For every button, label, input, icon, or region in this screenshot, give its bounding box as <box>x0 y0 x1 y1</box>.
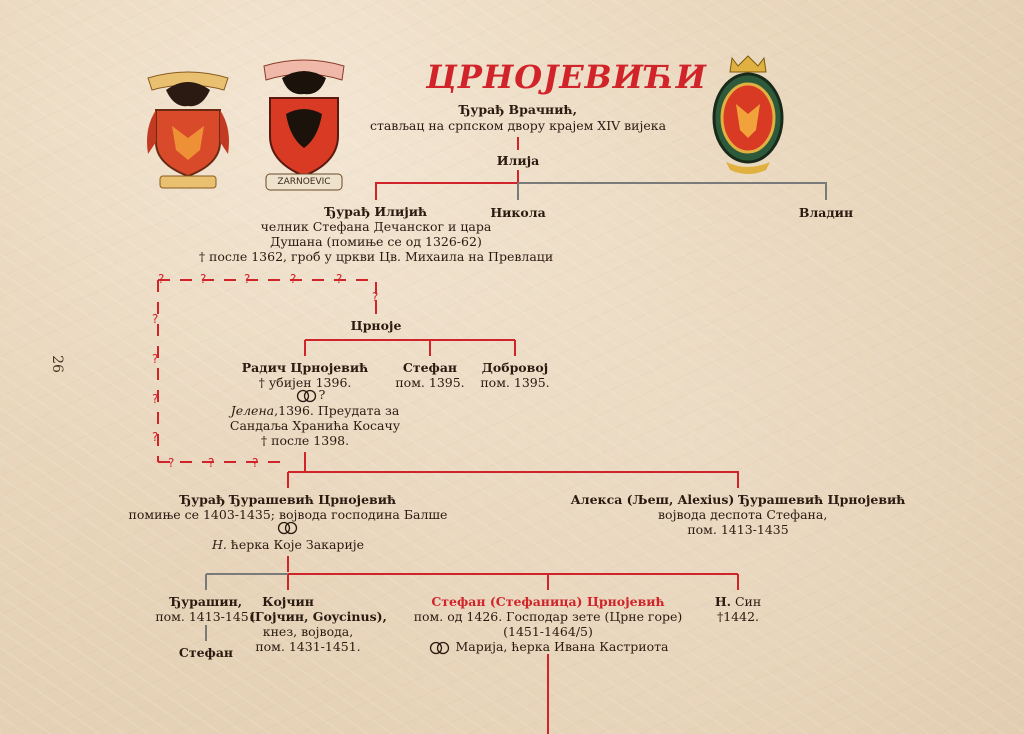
person-name-vladin: Владин <box>798 205 854 220</box>
person-desc-djuradj-ilijic: Душана (помиње се од 1326-62) <box>270 234 482 249</box>
marriage-rings-icon <box>429 641 449 654</box>
person-desc-aleksa: пом. 1413-1435 <box>687 522 789 537</box>
person-desc-stefan-1395: пом. 1395. <box>395 375 465 390</box>
person-name-dobrovoj: Добровој <box>481 360 549 375</box>
spouse-name-jelena: Јелена <box>230 403 275 418</box>
uncertain-mark: ? <box>252 456 259 470</box>
uncertain-mark: ? <box>152 352 159 366</box>
spouse-desc-stefanica: Марија, ћерка Ивана Кастриота <box>418 639 678 655</box>
spouse-prefix: Н. <box>211 537 227 552</box>
person-desc-radic: † убијен 1396. <box>258 375 352 390</box>
person-name-stefanica: Стефан (Стефаница) Црнојевић <box>431 594 665 609</box>
person-desc-djuradj-djurasevic: помиње се 1403-1435; војвода господина Б… <box>128 507 448 522</box>
person-name-djuradj-djurasevic: Ђурађ Ђурашевић Црнојевић <box>179 492 397 507</box>
person-name-stefan-son: Стефан <box>178 645 234 660</box>
line-children-ilija-gray <box>518 182 827 200</box>
crest-label: ZARNOEVIC <box>277 177 331 187</box>
spouse-desc-jelena: ,1396. Преудата за <box>274 403 400 418</box>
uncertain-mark: ? <box>290 272 297 286</box>
spouse-name: ћерка Које Закарије <box>230 537 365 552</box>
spouse-desc-djuradj-djurasevic: Н. ћерка Које Закарије <box>178 537 398 552</box>
line-gen4-bar <box>288 471 739 488</box>
person-desc-radic: † после 1398. <box>260 433 350 448</box>
person-desc-djurasin: пом. 1413-1451 <box>155 609 257 624</box>
person-name-ilija: Илија <box>496 153 540 168</box>
person-name-sin: Син <box>730 594 762 609</box>
person-desc-stefanica: пом. од 1426. Господар зете (Црне горе) <box>413 609 683 624</box>
person-desc-djuradj-ilijic: челник Стефана Дечанског и цара <box>260 219 492 234</box>
person-name-djurasin: Ђурашин, <box>169 594 243 609</box>
person-desc-kojcin: кнез, војвода, <box>262 624 354 639</box>
uncertain-mark: ? <box>244 272 251 286</box>
marriage-uncertain: ? <box>318 387 326 402</box>
person-desc-aleksa: војвода деспота Стефана, <box>658 507 828 522</box>
person-name-aleksa: Алекса (Љеш, Alexius) Ђурашевић Црнојеви… <box>570 492 906 507</box>
line-children-ilija-red <box>375 182 518 200</box>
person-name-stefan-1395: Стефан <box>402 360 458 375</box>
person-desc-n-sin: †1442. <box>716 609 760 624</box>
person-name-crnoje: Црноје <box>350 318 402 333</box>
person-name-djuradj-ilijic: Ђурађ Илијић <box>324 204 428 219</box>
person-desc-radic: Јелена,1396. Преудата за <box>205 403 425 418</box>
person-desc-djuradj-vrancic: стављац на српском двору крајем XIV вије… <box>369 118 667 133</box>
person-name-djuradj-vrancic: Ђурађ Врачнић, <box>459 102 577 117</box>
person-name-nikola: Никола <box>490 205 546 220</box>
person-desc-djuradj-ilijic: † после 1362, гроб у цркви Цв. Михаила н… <box>198 249 554 264</box>
uncertain-mark: ? <box>336 272 343 286</box>
uncertain-mark: ? <box>152 430 159 444</box>
person-name-radic: Радич Црнојевић <box>241 360 369 375</box>
uncertain-mark: ? <box>152 312 159 326</box>
coat-of-arms-icon <box>147 71 229 189</box>
coat-of-arms-icon <box>712 55 784 174</box>
marriage-rings-icon: ? <box>290 387 330 403</box>
uncertain-mark: ? <box>200 272 207 286</box>
person-name-kojcin: Којчин <box>262 594 314 609</box>
uncertain-mark: ? <box>372 290 379 304</box>
page-title: ЦРНОЈЕВИЋИ <box>426 58 707 96</box>
uncertain-mark: ? <box>208 456 215 470</box>
uncertain-mark: ? <box>168 456 175 470</box>
marriage-rings-icon <box>274 521 302 538</box>
page-number: 26 <box>48 355 65 373</box>
person-desc-dobrovoj: пом. 1395. <box>480 375 550 390</box>
spouse-name-marija: Марија, ћерка Ивана Кастриота <box>455 639 669 654</box>
uncertain-mark: ? <box>158 272 165 286</box>
line-dashed-top <box>158 279 377 300</box>
person-name-kojcin-alt: (Гојчин, Goycinus), <box>249 609 387 624</box>
person-desc-radic: Сандаља Хранића Косачу <box>229 418 401 433</box>
person-name-n: Н. <box>714 594 731 609</box>
person-desc-kojcin: пом. 1431-1451. <box>255 639 361 654</box>
coat-of-arms-icon <box>263 59 345 191</box>
uncertain-mark: ? <box>152 392 159 406</box>
person-name-n-sin: Н. Син <box>708 594 768 609</box>
person-desc-stefanica: (1451-1464/5) <box>503 624 593 639</box>
